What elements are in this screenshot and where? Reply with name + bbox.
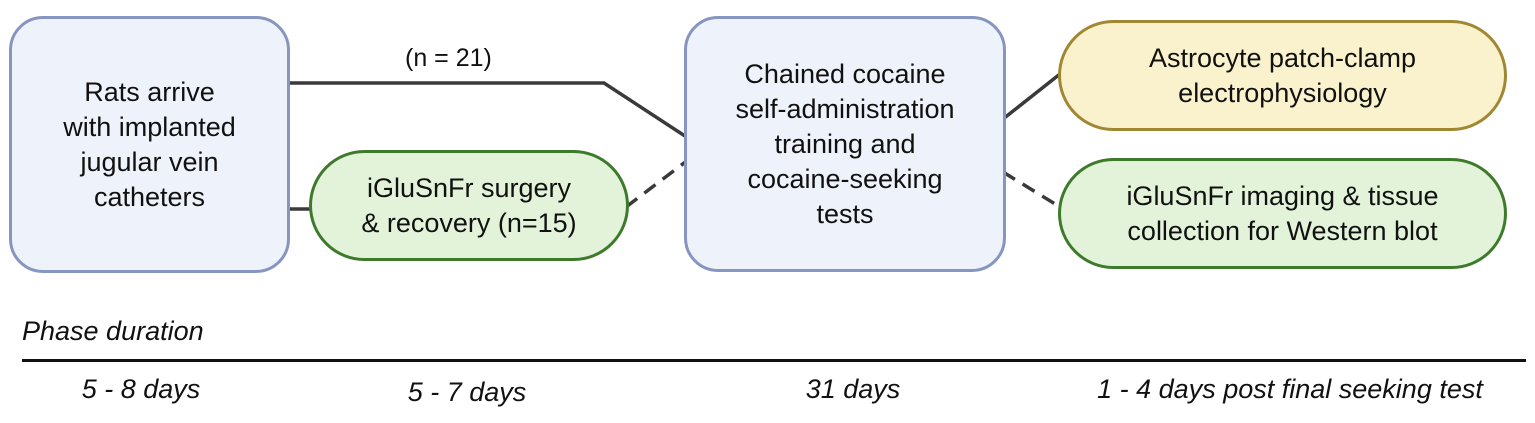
timeline-rule <box>22 359 1526 362</box>
training-box: Chained cocaine self-administration trai… <box>684 16 1006 272</box>
duration-training: 31 days <box>805 374 901 404</box>
duration-surgery: 5 - 7 days <box>407 377 527 407</box>
duration-post-seeking: 1 - 4 days post final seeking test <box>1097 374 1483 404</box>
arrival-box: Rats arrive with implanted jugular vein … <box>9 16 290 273</box>
phase-duration-title: Phase duration <box>22 316 204 346</box>
solid-connector-training-to-electrophysiology <box>1001 72 1062 121</box>
dashed-connector-surgery-to-training <box>624 158 690 209</box>
electrophysiology-box: Astrocyte patch-clamp electrophysiology <box>1058 20 1507 131</box>
solid-connector-arrival-to-training <box>288 81 689 140</box>
direct-group-count-label: (n = 21) <box>405 44 492 72</box>
duration-arrival: 5 - 8 days <box>81 374 201 404</box>
imaging-box: iGluSnFr imaging & tissue collection for… <box>1058 158 1507 269</box>
dashed-connector-training-to-imaging <box>1002 170 1061 209</box>
surgery-box: iGluSnFr surgery & recovery (n=15) <box>309 150 629 261</box>
